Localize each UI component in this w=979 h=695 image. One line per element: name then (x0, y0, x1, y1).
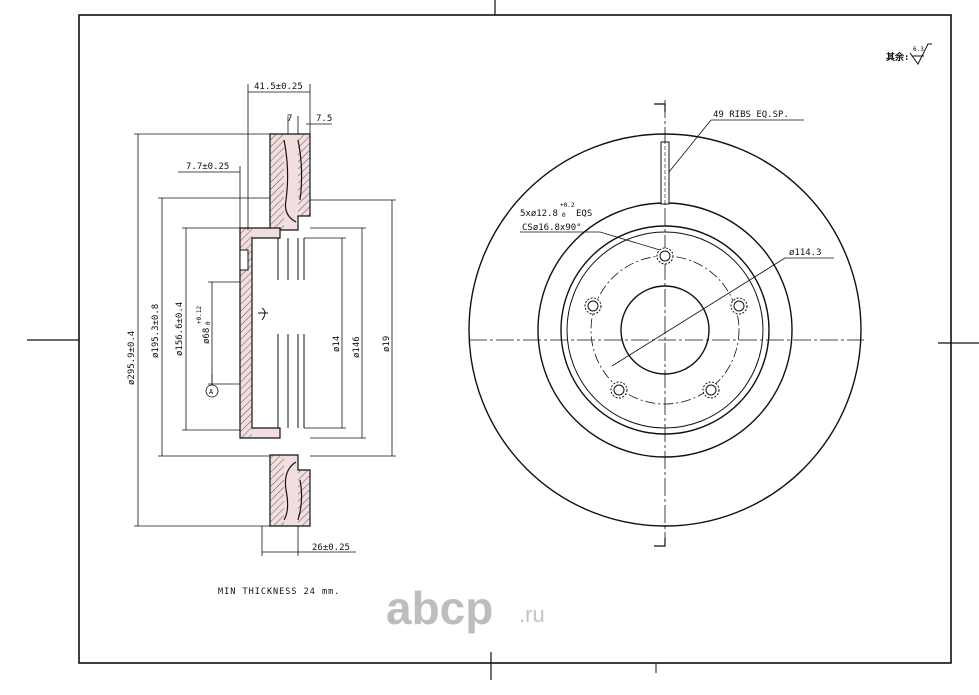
roughness-value: 6.3 (913, 46, 924, 53)
dim-hub-thickness: 26±0.25 (312, 543, 350, 553)
watermark-brand: abcp (386, 582, 493, 634)
roughness-note: 其余: 6.3 (886, 43, 932, 65)
drawing-border (78, 14, 952, 664)
dim-diameter-195: ø195.3±0.8 (151, 304, 161, 358)
dim-outer-diameter: ø295.9±0.4 (127, 331, 137, 385)
dim-rib: 7 (287, 114, 292, 124)
bolt-tol-hi: +0.2 (560, 202, 575, 209)
dim-center-bore-tol-hi: +0.12 (196, 306, 203, 324)
front-view: 49 RIBS EQ.SP. 5xø12.8 +0.2 0 EQS CSø16.… (468, 100, 864, 547)
dim-center-bore: ø68 (202, 328, 212, 344)
dim-center-bore-tol-lo: 0 (205, 321, 212, 325)
side-view: 41.5±0.25 7 7.5 7.7±0.25 26±0.25 ø295.9±… (127, 82, 396, 556)
dim-rib-2: 7.5 (316, 114, 332, 124)
min-thickness-note: MIN THICKNESS 24 mm. (218, 587, 340, 597)
roughness-symbol-icon (909, 43, 932, 65)
dim-hat-offset: 7.7±0.25 (186, 162, 229, 172)
watermark-tld: .ru (519, 602, 545, 627)
abcp-logo: abcp .ru (386, 582, 545, 634)
bolt-tol-lo: 0 (562, 212, 566, 219)
datum-label: A (209, 388, 214, 396)
bolt-holes-note: 5xø12.8 (520, 209, 558, 219)
bolt-holes (584, 247, 748, 399)
countersink-note: CSø16.8x90° (522, 223, 582, 233)
ribs-note: 49 RIBS EQ.SP. (713, 110, 789, 120)
center-bore-circle (620, 285, 710, 375)
pcd-note: ø114.3 (789, 248, 822, 258)
dim-overall-width: 41.5±0.25 (254, 82, 303, 92)
hat-inner-circle (566, 231, 764, 429)
dim-diameter-141: ø14 (332, 336, 342, 352)
roughness-label: 其余: (886, 51, 909, 63)
hat-circle (560, 225, 770, 435)
bolt-suffix: EQS (576, 209, 592, 219)
dim-diameter-156: ø156.6±0.4 (175, 302, 185, 356)
dim-diameter-19x: ø19 (382, 336, 392, 352)
dim-diameter-146: ø146 (352, 336, 362, 358)
rotor-outer-circle (468, 133, 862, 527)
datum-circle (205, 384, 219, 398)
